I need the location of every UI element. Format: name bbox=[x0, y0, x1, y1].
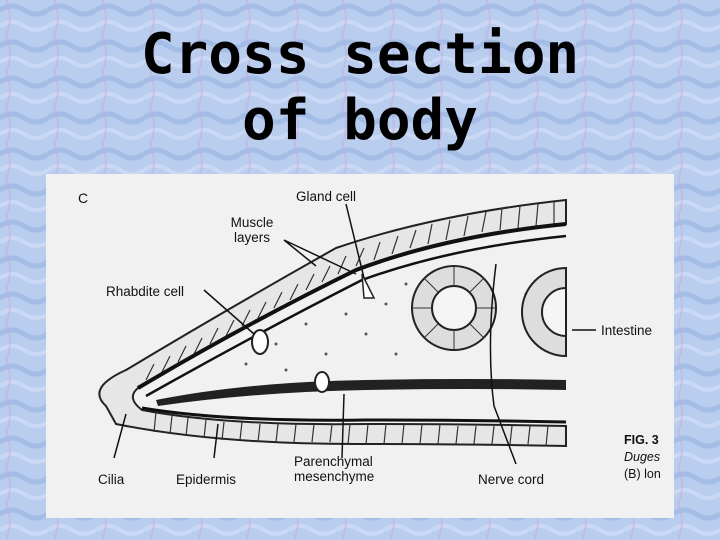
parenchymal-cell-shape bbox=[314, 371, 330, 393]
title-line-2: of body bbox=[241, 88, 478, 153]
anatomy-drawing bbox=[98, 198, 596, 465]
slide-title: Cross section of body bbox=[0, 22, 720, 154]
label-parenchymal-line-2: mesenchyme bbox=[294, 469, 375, 484]
label-epidermis: Epidermis bbox=[176, 472, 237, 487]
label-nerve-cord: Nerve cord bbox=[478, 472, 545, 487]
panel-letter: C bbox=[78, 190, 89, 206]
label-cilia: Cilia bbox=[98, 472, 125, 487]
rhabdite-cell-shape bbox=[251, 329, 269, 355]
epidermis-outline bbox=[98, 198, 567, 448]
muscle-layer-line-1 bbox=[136, 222, 567, 390]
intestine-section-2 bbox=[521, 266, 567, 358]
nerve-cord-band bbox=[156, 379, 566, 406]
label-muscle-line-1: Muscle bbox=[230, 215, 274, 230]
caption-line-3: (B) lon bbox=[624, 467, 661, 481]
title-line-1: Cross section bbox=[140, 22, 580, 87]
label-intestine: Intestine bbox=[601, 323, 653, 338]
label-muscle-layers: Muscle layers bbox=[218, 215, 286, 245]
label-rhabdite-cell: Rhabdite cell bbox=[106, 284, 185, 299]
muscle-layer-line-3 bbox=[141, 406, 567, 424]
caption-line-2: Duges bbox=[624, 450, 661, 464]
gland-cell-shape bbox=[361, 273, 376, 299]
cross-section-figure: C Gland cell Muscle layers Rhabdite cell… bbox=[46, 174, 674, 518]
intestine-section-1 bbox=[411, 265, 497, 351]
figure-caption: FIG. 3 Duges (B) lon bbox=[624, 432, 674, 483]
label-parenchymal-line-1: Parenchymal bbox=[294, 454, 373, 469]
label-gland-cell: Gland cell bbox=[296, 189, 357, 204]
label-muscle-line-2: layers bbox=[233, 230, 270, 245]
caption-line-1: FIG. 3 bbox=[624, 433, 659, 447]
label-parenchymal-mesenchyme: Parenchymal mesenchyme bbox=[294, 454, 374, 484]
